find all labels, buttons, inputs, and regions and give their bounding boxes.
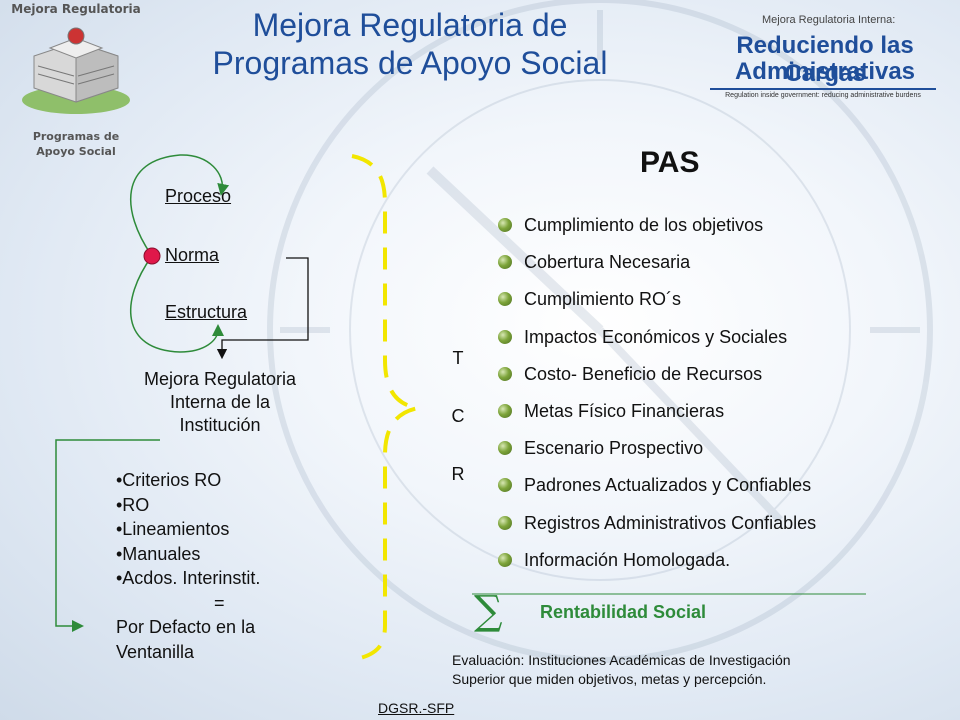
pas-item-label: Información Homologada. [524,549,731,570]
pas-item-label: Costo- Beneficio de Recursos [524,363,763,384]
sigma-icon: ∑ [474,588,503,634]
cycle-arrow-bottom [130,255,224,353]
logo-top-text: Mejora Regulatoria [11,2,141,16]
pas-item-label: Metas Físico Financieras [524,400,725,421]
bullet-dot-icon [498,218,512,232]
clock-watermark [267,0,933,663]
tcr-r: R [451,464,465,484]
criteria-result-line1: Por Defacto en la [116,617,256,637]
logo-bottom-line2: Apoyo Social [36,145,116,158]
evaluacion-text: Evaluación: Instituciones Académicas de … [452,651,922,689]
pas-item: Padrones Actualizados y Confiables [498,470,918,507]
footer-credit: DGSR.-SFP [378,700,455,716]
bullet-dot-icon [498,552,512,567]
cycle-arrow-top [130,154,230,257]
mejora-interna-text: Mejora Regulatoria Interna de la Institu… [100,368,340,437]
bullet-dot-icon [498,255,512,270]
title-line2: Programas de Apoyo Social [212,45,608,81]
criteria-item: •Criterios RO [116,470,222,490]
bullet-dot-icon [498,515,512,530]
tcr-t: T [452,348,464,368]
criteria-equals: = [214,592,225,613]
page-title: Mejora Regulatoria de Programas de Apoyo… [150,6,670,82]
logo-right-line2: Administrativas [734,58,916,85]
pas-item: Costo- Beneficio de Recursos [498,359,918,396]
norma-connector [216,257,309,360]
mejora-interna-line3: Institución [179,415,261,435]
evaluacion-line2: Superior que miden objetivos, metas y pe… [452,671,767,687]
pas-item-label: Escenario Prospectivo [524,438,704,459]
pas-item-label: Impactos Económicos y Sociales [524,326,788,347]
building-icon [22,27,130,114]
criteria-connector [55,439,160,632]
criteria-item: •Lineamientos [116,519,230,539]
pas-item: Cumplimiento RO´s [498,284,918,321]
logo-right-line1: Reduciendo las Cargas [736,32,914,87]
bullet-dot-icon [498,441,512,456]
mejora-interna-line2: Interna de la [169,392,271,412]
criteria-item: •Acdos. Interinstit. [116,568,261,588]
evaluacion-line1: Evaluación: Instituciones Académicas de … [452,652,791,668]
bullet-dot-icon [498,403,512,418]
pas-item-label: Padrones Actualizados y Confiables [524,475,812,496]
yellow-brace [351,154,419,662]
pas-list: Cumplimiento de los objetivos Cobertura … [498,210,918,582]
norma-dot [143,247,161,265]
bullet-dot-icon [498,366,512,381]
pas-item-label: Cumplimiento de los objetivos [524,215,764,235]
pas-title: PAS [640,146,700,179]
logo-right-tagline: Regulation inside government: reducing a… [725,92,921,99]
pas-item: Cumplimiento de los objetivos [498,210,918,247]
bullet-dot-icon [498,292,512,307]
logo-right-small: Mejora Regulatoria Interna: [762,14,896,26]
criteria-item: •RO [116,494,150,515]
criteria-item: •Manuales [116,543,201,564]
logo-right-bar [710,88,936,90]
proceso-label: Proceso [165,186,232,206]
pas-item-label: Cumplimiento RO´s [524,289,682,310]
tcr-c: C [451,406,465,426]
pas-item-label: Cobertura Necesaria [524,252,691,273]
pas-item: Escenario Prospectivo [498,433,918,470]
program-logo: Mejora Regulatoria Programas de Apoyo So… [2,0,150,170]
title-line1: Mejora Regulatoria de [252,7,568,43]
norma-label: Norma [165,245,220,265]
pas-item-label: Registros Administrativos Confiables [524,512,817,533]
criteria-list: •Criterios RO •RO •Lineamientos •Manuale… [116,468,356,664]
pas-item: Cobertura Necesaria [498,247,918,284]
bullet-dot-icon [498,329,512,344]
bullet-dot-icon [498,478,512,493]
estructura-label: Estructura [165,302,248,322]
pas-item: Impactos Económicos y Sociales [498,322,918,359]
pas-item: Metas Físico Financieras [498,396,918,433]
rentabilidad-label: Rentabilidad Social [540,602,707,622]
criteria-result-line2: Ventanilla [116,641,195,662]
pas-item: Registros Administrativos Confiables [498,508,918,545]
mejora-interna-line1: Mejora Regulatoria [143,369,297,389]
reduce-burden-logo: Mejora Regulatoria Interna: Reduciendo l… [700,10,950,105]
pas-item: Información Homologada. [498,545,918,582]
logo-bottom-line1: Programas de [32,130,120,143]
